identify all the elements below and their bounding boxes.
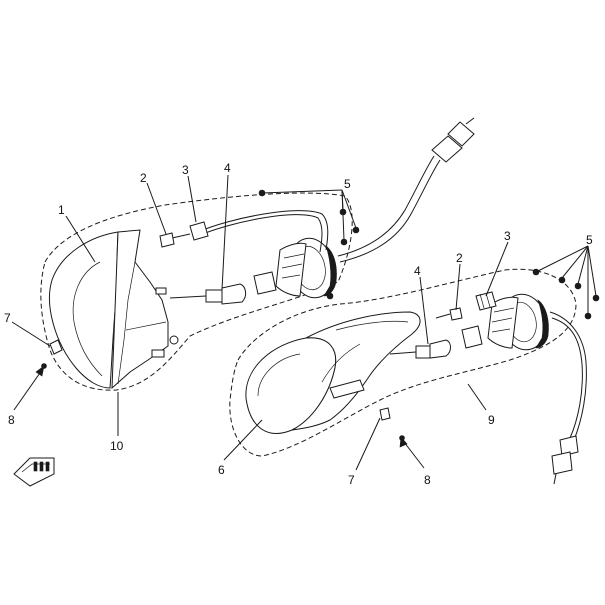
- left-reflector-lines: [281, 253, 305, 279]
- right-pin: [449, 307, 463, 321]
- callout-3-left: 3: [182, 163, 189, 177]
- left-wire-harness: [197, 210, 329, 251]
- left-clip: [49, 339, 63, 355]
- right-reflector-lines: [491, 307, 515, 333]
- right-arrow-8-head: [399, 436, 408, 448]
- left-mount-tab-bottom: [151, 349, 165, 358]
- left-bulb-socket: [205, 289, 223, 303]
- callout-8-left: 8: [8, 413, 15, 427]
- left-housing-edge: [117, 261, 136, 385]
- right-reflector-back: [535, 299, 549, 349]
- callout-labels: 1 2 3 4 5 7 8 10 4 2 3 5 9 6 7 8: [4, 161, 593, 487]
- right-screw-b: [558, 276, 566, 284]
- forward-arrow-icon: [13, 457, 55, 487]
- right-bulb-stem: [389, 351, 417, 355]
- left-lens-inner-curve: [72, 261, 103, 377]
- right-connector-plug: [551, 451, 573, 475]
- left-headlight-lens: [49, 231, 119, 389]
- left-housing-edge-2: [125, 321, 167, 331]
- right-arrow-8: [403, 441, 425, 469]
- leader-lines: [11, 174, 597, 471]
- left-arrow-8: [13, 369, 43, 411]
- left-bulb: [221, 283, 247, 305]
- right-reflector-body: [487, 296, 519, 349]
- callout-10: 10: [110, 439, 124, 453]
- left-arrow-8-head: [35, 365, 45, 377]
- callout-1: 1: [58, 203, 65, 217]
- left-assembly-boundary: [40, 192, 353, 391]
- right-bulb: [429, 339, 451, 359]
- right-slot-tab: [329, 379, 365, 399]
- right-headlight-assembly: [229, 268, 600, 485]
- left-reflector-body: [275, 242, 307, 297]
- left-connector: [431, 135, 463, 163]
- left-headlight-assembly: [13, 117, 475, 411]
- right-clip: [379, 407, 391, 421]
- right-housing-edge-2: [321, 343, 361, 383]
- right-connector-pin: [553, 473, 557, 485]
- callout-4-left: 4: [224, 161, 231, 175]
- left-adjuster: [189, 221, 209, 241]
- callout-8-right: 8: [424, 473, 431, 487]
- callout-9: 9: [488, 413, 495, 427]
- left-mount-hole: [169, 335, 179, 345]
- left-screw-e: [326, 292, 334, 300]
- right-main-cable: [549, 311, 587, 441]
- left-adjuster-shaft: [171, 233, 191, 239]
- right-bulb-ring: [461, 325, 483, 349]
- right-lens-inner-curve: [257, 353, 301, 397]
- callout-5-left: 5: [344, 177, 351, 191]
- left-pin: [159, 232, 175, 248]
- left-connector-pin: [465, 117, 475, 125]
- left-bulb-stem: [169, 295, 207, 299]
- right-pin-shaft: [435, 313, 451, 319]
- left-main-cable-2: [339, 159, 441, 263]
- left-bulb-ring: [253, 271, 277, 295]
- callout-2-left: 2: [140, 171, 147, 185]
- right-headlight-housing: [291, 311, 421, 431]
- callout-3-right: 3: [504, 229, 511, 243]
- left-main-cable: [337, 155, 435, 257]
- right-connector: [559, 435, 579, 457]
- callout-7-left: 7: [4, 311, 11, 325]
- right-assembly-boundary: [229, 268, 577, 457]
- right-main-cable-2: [551, 317, 583, 439]
- callout-5-right: 5: [586, 233, 593, 247]
- left-headlight-housing: [111, 229, 169, 390]
- right-bulb-socket: [415, 345, 431, 359]
- callout-6: 6: [218, 463, 225, 477]
- callout-4-right: 4: [414, 264, 421, 278]
- left-connector-plug: [447, 121, 475, 147]
- left-wire-harness-2: [197, 214, 323, 253]
- callout-7-right: 7: [348, 473, 355, 487]
- right-housing-edge: [335, 320, 409, 331]
- left-mount-tab-top: [155, 287, 167, 295]
- callout-2-right: 2: [456, 251, 463, 265]
